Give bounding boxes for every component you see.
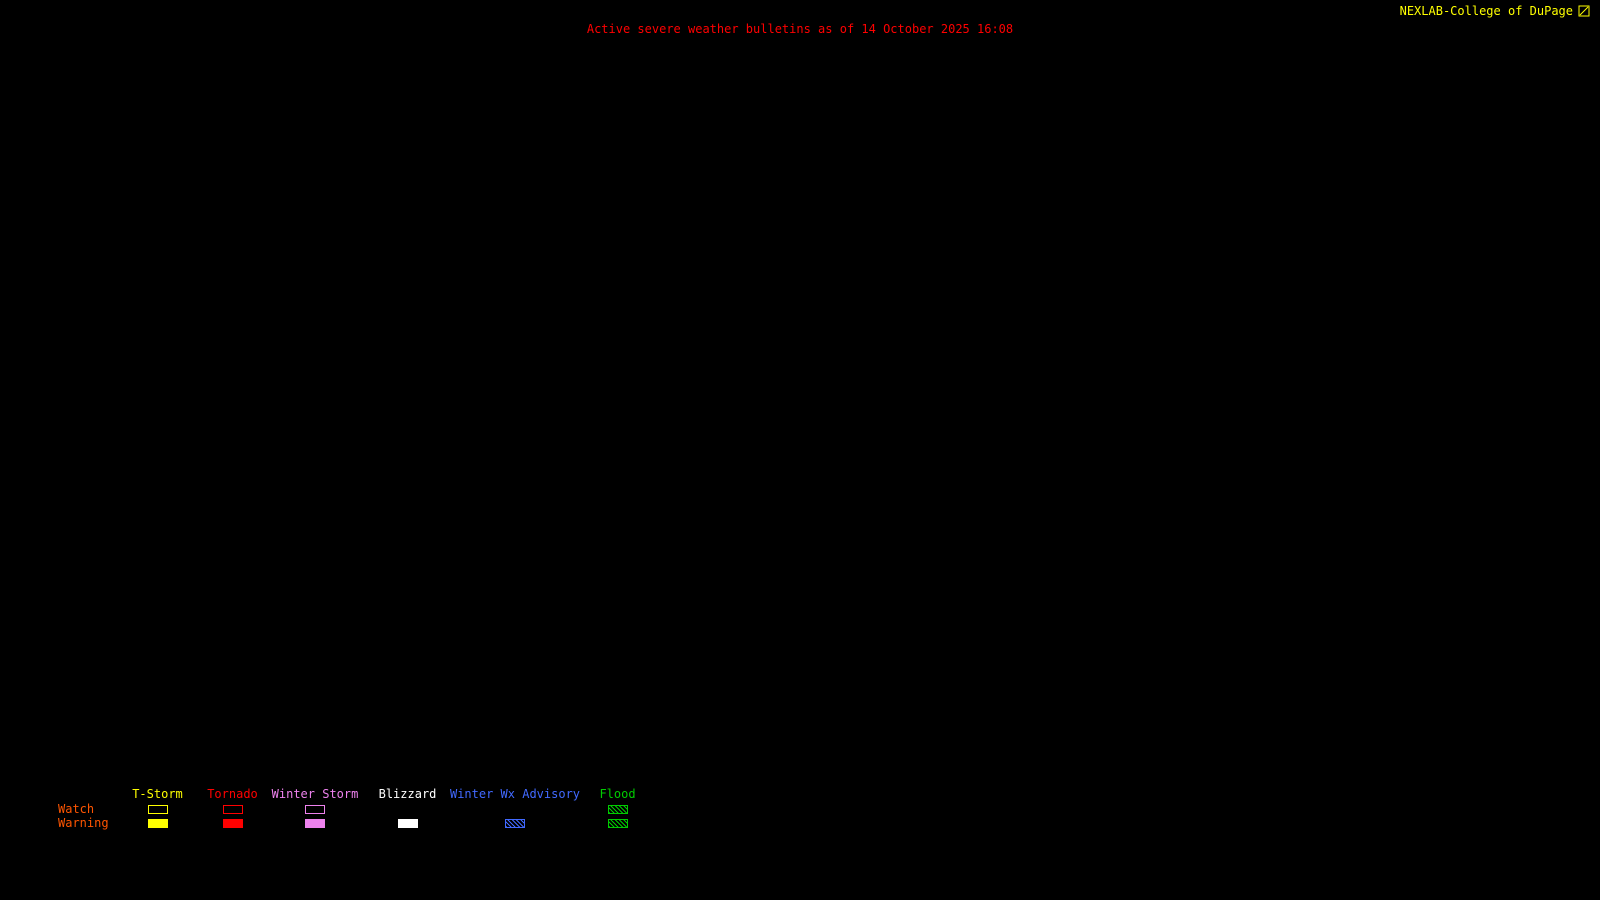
- warning-swatch-winter-storm: [305, 818, 325, 828]
- watch-swatch-flood: [607, 804, 628, 814]
- watch-swatch-t-storm: [147, 804, 168, 814]
- nexlab-logo-icon: [1578, 5, 1590, 17]
- bulletin-title: Active severe weather bulletins as of 14…: [586, 22, 1014, 36]
- watch-swatch-winter-storm: [305, 804, 325, 814]
- legend-header-winter-storm: Winter Storm: [271, 787, 359, 801]
- warning-swatch-flood: [607, 818, 628, 828]
- warning-swatch-tornado: [222, 818, 243, 828]
- legend-header-flood: Flood: [599, 787, 636, 801]
- warning-swatch-winter-wx-advisory: [505, 818, 525, 828]
- warning-swatch-t-storm: [147, 818, 168, 828]
- warning-swatch-blizzard: [397, 818, 418, 828]
- legend-header-t-storm: T-Storm: [132, 787, 183, 801]
- watch-swatch-tornado: [222, 804, 243, 814]
- legend-header-winter-wx-advisory: Winter Wx Advisory: [449, 787, 581, 801]
- legend: T-Storm Tornado Winter Storm Blizzard Winter…: [40, 786, 655, 830]
- brand: NEXLAB-College of DuPage: [1400, 4, 1590, 18]
- legend-row-label-warning: Warning: [58, 816, 109, 830]
- legend-row-label-watch: Watch: [58, 802, 95, 816]
- legend-header-tornado: Tornado: [207, 787, 258, 801]
- legend-header-blizzard: Blizzard: [378, 787, 437, 801]
- brand-text: NEXLAB-College of DuPage: [1399, 4, 1573, 18]
